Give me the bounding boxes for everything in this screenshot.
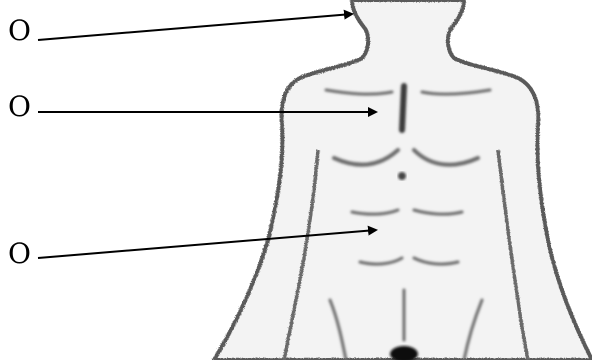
label-chest: O (8, 93, 31, 121)
navel (398, 172, 406, 180)
sternum (402, 86, 404, 130)
arrow-neck (38, 14, 352, 40)
label-neck: O (8, 17, 31, 45)
label-abdomen: O (8, 240, 31, 268)
